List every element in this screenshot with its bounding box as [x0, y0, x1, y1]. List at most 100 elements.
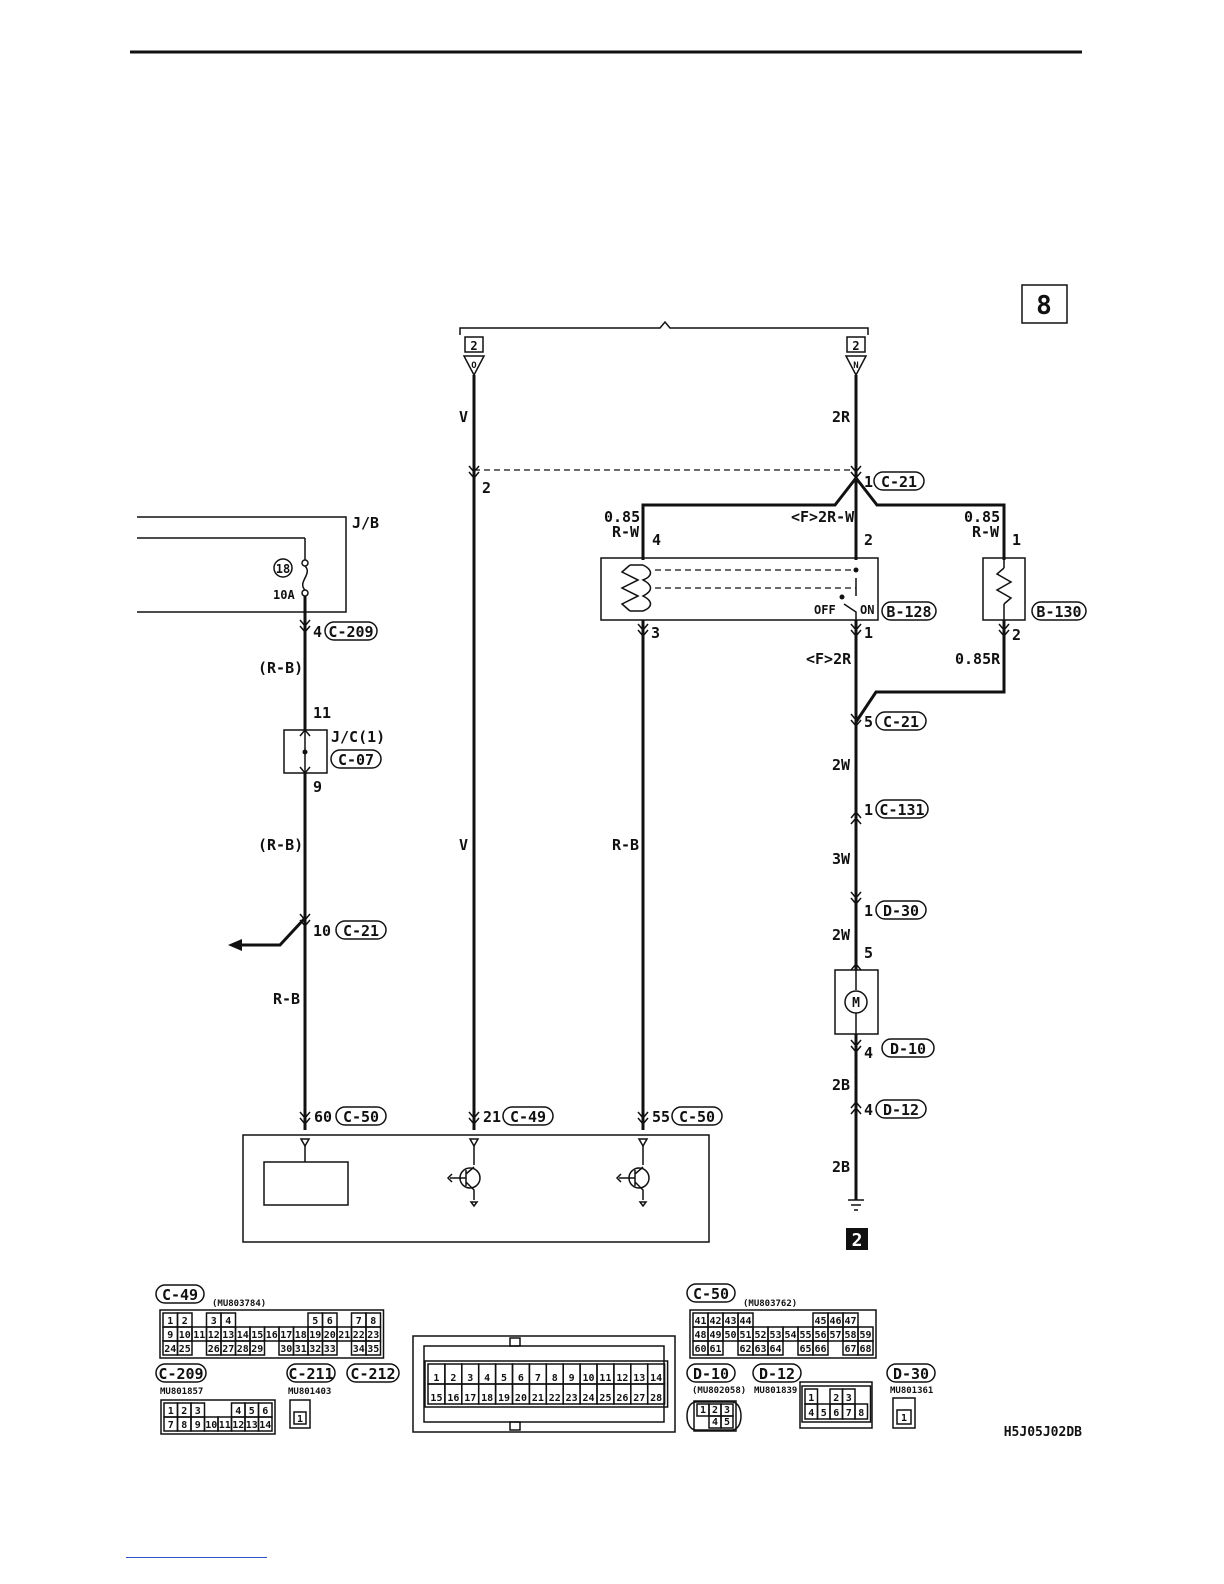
grid-c209-pin: 7 [168, 1420, 174, 1431]
connector-d10: D-10 [881, 1038, 935, 1058]
grid-c49-pin: 13 [222, 1330, 234, 1341]
grid-d12-pin: 7 [846, 1408, 852, 1419]
grid-c49-cell [321, 1340, 338, 1356]
grid-c50-pin: 53 [769, 1330, 781, 1341]
grid-d10-pin: 1 [700, 1405, 706, 1416]
connector-b128: B-128 [881, 601, 937, 621]
grid-c50-pin: 55 [799, 1330, 811, 1341]
svg-text:(MU803762): (MU803762) [743, 1299, 797, 1309]
grid-c50-cell [812, 1340, 829, 1356]
grid-c50-pin: 61 [709, 1344, 721, 1355]
svg-text:4: 4 [313, 623, 322, 641]
svg-text:B-128: B-128 [886, 603, 931, 621]
grid-c49-pin: 4 [225, 1316, 231, 1327]
grid-c49-pin: 16 [266, 1330, 278, 1341]
svg-text:<F>2R: <F>2R [806, 650, 852, 668]
grid-c50-pin: 44 [739, 1316, 751, 1327]
grid-c49-pin: 11 [193, 1330, 205, 1341]
grid-c50-pin: 66 [814, 1344, 826, 1355]
grid-ecu-pin: 5 [501, 1373, 507, 1384]
wire-v-label-bottom: V [459, 836, 468, 854]
svg-text:(MU803784): (MU803784) [212, 1299, 266, 1309]
svg-text:D-30: D-30 [883, 902, 919, 920]
grid-ecu-pin: 17 [464, 1393, 476, 1404]
svg-text:R-W: R-W [612, 523, 640, 541]
connector-c07: C-07 [330, 749, 382, 769]
svg-text:J/C(1): J/C(1) [331, 728, 385, 746]
page-number: 8 [1036, 291, 1052, 321]
grid-c49-pin: 22 [353, 1330, 365, 1341]
svg-text:C-07: C-07 [338, 751, 374, 769]
svg-text:D-12: D-12 [883, 1101, 919, 1119]
connector-c21-left: C-21 [335, 920, 387, 940]
svg-text:R-W: R-W [972, 523, 1000, 541]
grid-c49-pin: 31 [295, 1344, 307, 1355]
svg-text:D-10: D-10 [890, 1040, 926, 1058]
svg-text:4: 4 [864, 1044, 873, 1062]
grid-c49-pin: 3 [211, 1316, 217, 1327]
svg-text:C-131: C-131 [879, 801, 924, 819]
grid-ecu-pin: 11 [599, 1373, 611, 1384]
top-bracket [459, 320, 869, 335]
top-connector-o: 2 O [462, 336, 486, 377]
grid-d10-frame [693, 1400, 737, 1432]
svg-text:O: O [471, 361, 477, 371]
svg-text:1: 1 [864, 624, 873, 642]
svg-text:4: 4 [864, 1101, 873, 1119]
svg-text:0.85R: 0.85R [955, 650, 1001, 668]
grid-c49-pin: 19 [309, 1330, 321, 1341]
motor: M [834, 969, 879, 1035]
svg-text:2: 2 [482, 479, 491, 497]
grid-ecu-pin: 15 [430, 1393, 442, 1404]
grid-d10-pin: 3 [724, 1405, 730, 1416]
svg-text:B-130: B-130 [1036, 603, 1081, 621]
connector-c21-top: C-21 [873, 471, 925, 491]
grid-d12-frame [801, 1385, 872, 1423]
grid-ecu-pin: 21 [532, 1393, 544, 1404]
grid-d10-pin: 2 [712, 1405, 718, 1416]
svg-text:C-50: C-50 [343, 1108, 379, 1126]
grid-d12-pin: 2 [833, 1393, 839, 1404]
connector-b130: B-130 [1031, 601, 1087, 621]
grid-c209-pin: 6 [262, 1406, 268, 1417]
svg-text:C-209: C-209 [328, 623, 373, 641]
grid-d12-pin: 8 [858, 1408, 864, 1419]
ecu-box [242, 1134, 710, 1243]
grid-c50-pin: 50 [724, 1330, 736, 1341]
grid-c50-pin: 59 [859, 1330, 871, 1341]
grid-c50-pin: 65 [799, 1344, 811, 1355]
svg-text:(R-B): (R-B) [258, 836, 303, 854]
grid-c49-pin: 23 [367, 1330, 379, 1341]
svg-text:N: N [853, 361, 858, 371]
grid-c209-pin: 11 [219, 1420, 231, 1431]
resistor-b130 [982, 557, 1026, 621]
connector-c50-b: C-50 [671, 1106, 723, 1126]
grid-ecu-frame [424, 1360, 669, 1408]
connector-d30: D-30 [875, 900, 927, 920]
grid-c49-pin: 8 [370, 1316, 376, 1327]
grid-c209-pin: 13 [246, 1420, 258, 1431]
svg-text:5: 5 [864, 944, 873, 962]
grid-c209-pin: 14 [259, 1420, 271, 1431]
grid-c50-pin: 51 [739, 1330, 751, 1341]
svg-text:MU801839: MU801839 [754, 1386, 797, 1396]
grid-ecu-pin: 12 [616, 1373, 628, 1384]
svg-text:10: 10 [313, 922, 331, 940]
grid-c49-cell [249, 1340, 266, 1356]
grid-ecu-pin: 20 [515, 1393, 527, 1404]
svg-text:D-12: D-12 [759, 1365, 795, 1383]
svg-text:5: 5 [864, 713, 873, 731]
grid-c209-frame [160, 1399, 276, 1435]
grid-c49-pin: 9 [167, 1330, 173, 1341]
grid-c49-pin: 6 [327, 1316, 333, 1327]
svg-text:C-21: C-21 [343, 922, 379, 940]
svg-text:MU801403: MU801403 [288, 1387, 331, 1397]
svg-text:ON: ON [860, 603, 874, 617]
grid-c49-pin: 17 [280, 1330, 292, 1341]
grid-c50-pin: 41 [694, 1316, 706, 1327]
grid-c49-pin: 30 [280, 1344, 292, 1355]
grid-c49-pin: 34 [353, 1344, 365, 1355]
